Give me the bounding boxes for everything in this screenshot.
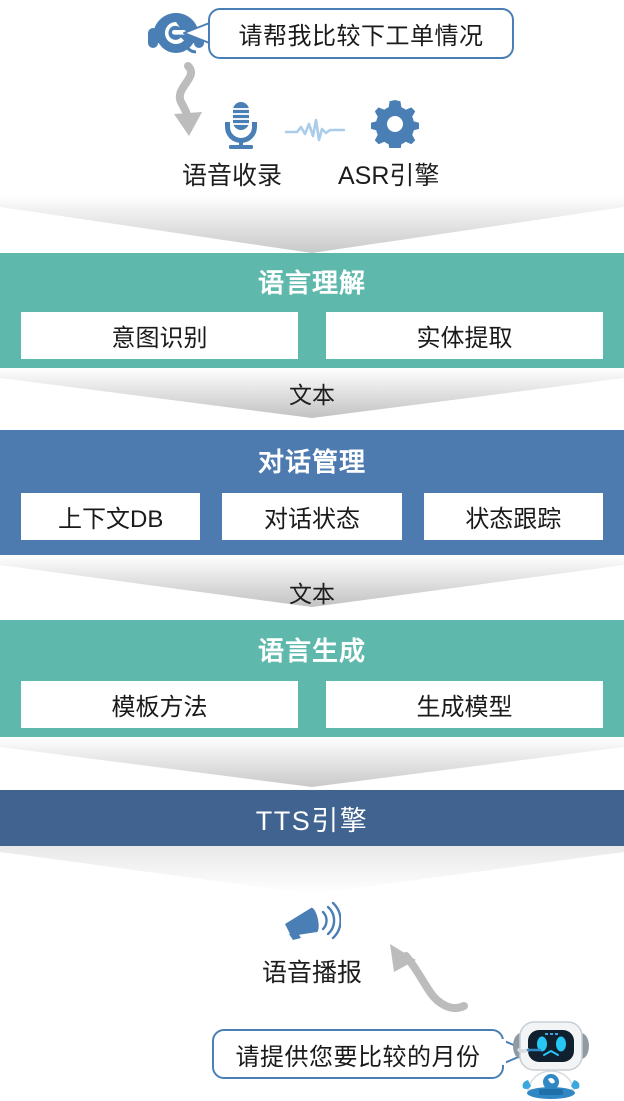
connector-chevron-1 [0,195,624,253]
user-speech-bubble: 请帮我比较下工单情况 [208,8,514,59]
stage-block-nlg: 语言生成 模板方法 生成模型 [0,620,624,737]
user-request-text: 请帮我比较下工单情况 [238,23,484,50]
stage-block-dialog-manager: 对话管理 上下文DB 对话状态 状态跟踪 [0,430,624,555]
waveform-icon [285,118,345,142]
stage-cell[interactable]: 状态跟踪 [423,493,603,540]
connector-chevron-5 [0,846,624,894]
microphone-icon [225,102,257,149]
stage-cell[interactable]: 上下文DB [21,493,201,540]
stage-cell[interactable]: 意图识别 [21,312,298,359]
stage-block-tts: TTS引擎 [0,790,624,846]
asr-engine-label: ASR引擎 [338,162,440,190]
stage-title-tts: TTS引擎 [255,805,369,836]
voice-broadcast-label: 语音播报 [261,959,362,987]
stage-cell[interactable]: 对话状态 [222,493,402,540]
bot-speech-bubble: 请提供您要比较的月份 [212,1029,504,1079]
stage-title-nlu: 语言理解 [257,268,366,298]
stage-cell[interactable]: 模板方法 [21,681,298,728]
stage-block-nlu: 语言理解 意图识别 实体提取 [0,253,624,368]
connector-chevron-4 [0,737,624,787]
curved-arrow-icon [174,62,202,136]
stage-cell[interactable]: 实体提取 [326,312,603,359]
stage-title-nlg: 语言生成 [257,636,366,666]
connector-chevron-2 [0,368,624,418]
connector-chevron-3 [0,555,624,607]
stage-cell[interactable]: 生成模型 [326,681,603,728]
voice-capture-label: 语音收录 [182,162,283,190]
robot-avatar-icon [513,1021,589,1099]
gear-icon [371,100,419,148]
bot-reply-text: 请提供您要比较的月份 [235,1043,481,1071]
stage-title-dialog-manager: 对话管理 [257,447,366,477]
curved-arrow-icon [390,944,468,1012]
megaphone-icon [285,901,341,940]
